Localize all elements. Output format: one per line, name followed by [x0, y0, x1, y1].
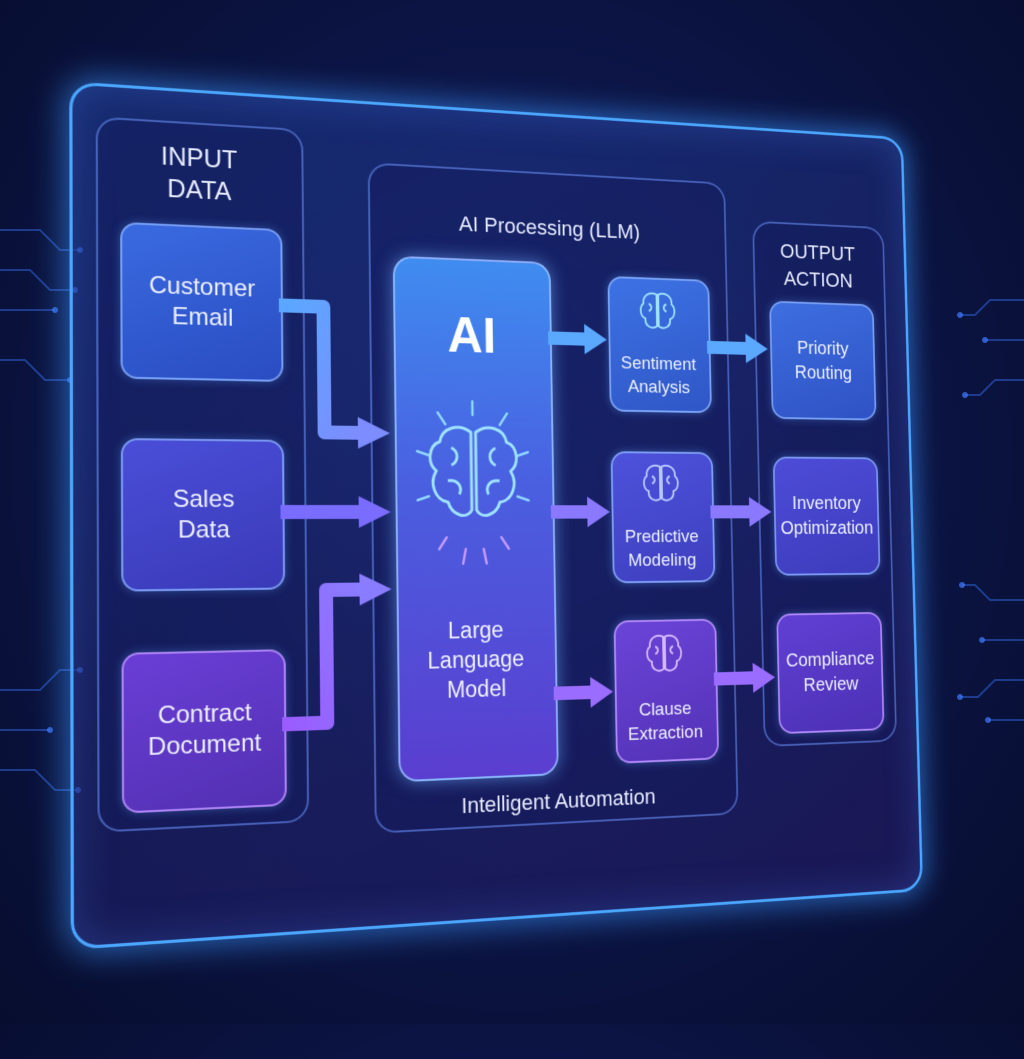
- arrowhead-email: [358, 417, 390, 449]
- arrowhead-clause: [590, 676, 613, 708]
- diagram-stage: INPUT DATA AI Processing (LLM) OUTPUT AC…: [0, 0, 964, 1059]
- arrow-sentiment-to-priority: [707, 347, 748, 348]
- arrowhead-sentiment: [584, 324, 607, 355]
- arrowhead-compliance: [753, 662, 776, 693]
- arrowhead-contract: [359, 573, 391, 605]
- arrow-core-to-sentiment: [548, 338, 587, 339]
- arrow-email-to-core: [279, 305, 361, 433]
- arrowhead-inventory: [749, 497, 772, 527]
- arrowhead-sales: [359, 496, 391, 528]
- arrowhead-predictive: [587, 497, 610, 528]
- arrow-contract-to-core: [281, 589, 364, 724]
- arrowhead-priority: [745, 334, 768, 364]
- arrow-core-to-clause: [554, 692, 593, 693]
- connector-arrows: [0, 0, 964, 1059]
- arrow-clause-to-compliance: [714, 678, 756, 679]
